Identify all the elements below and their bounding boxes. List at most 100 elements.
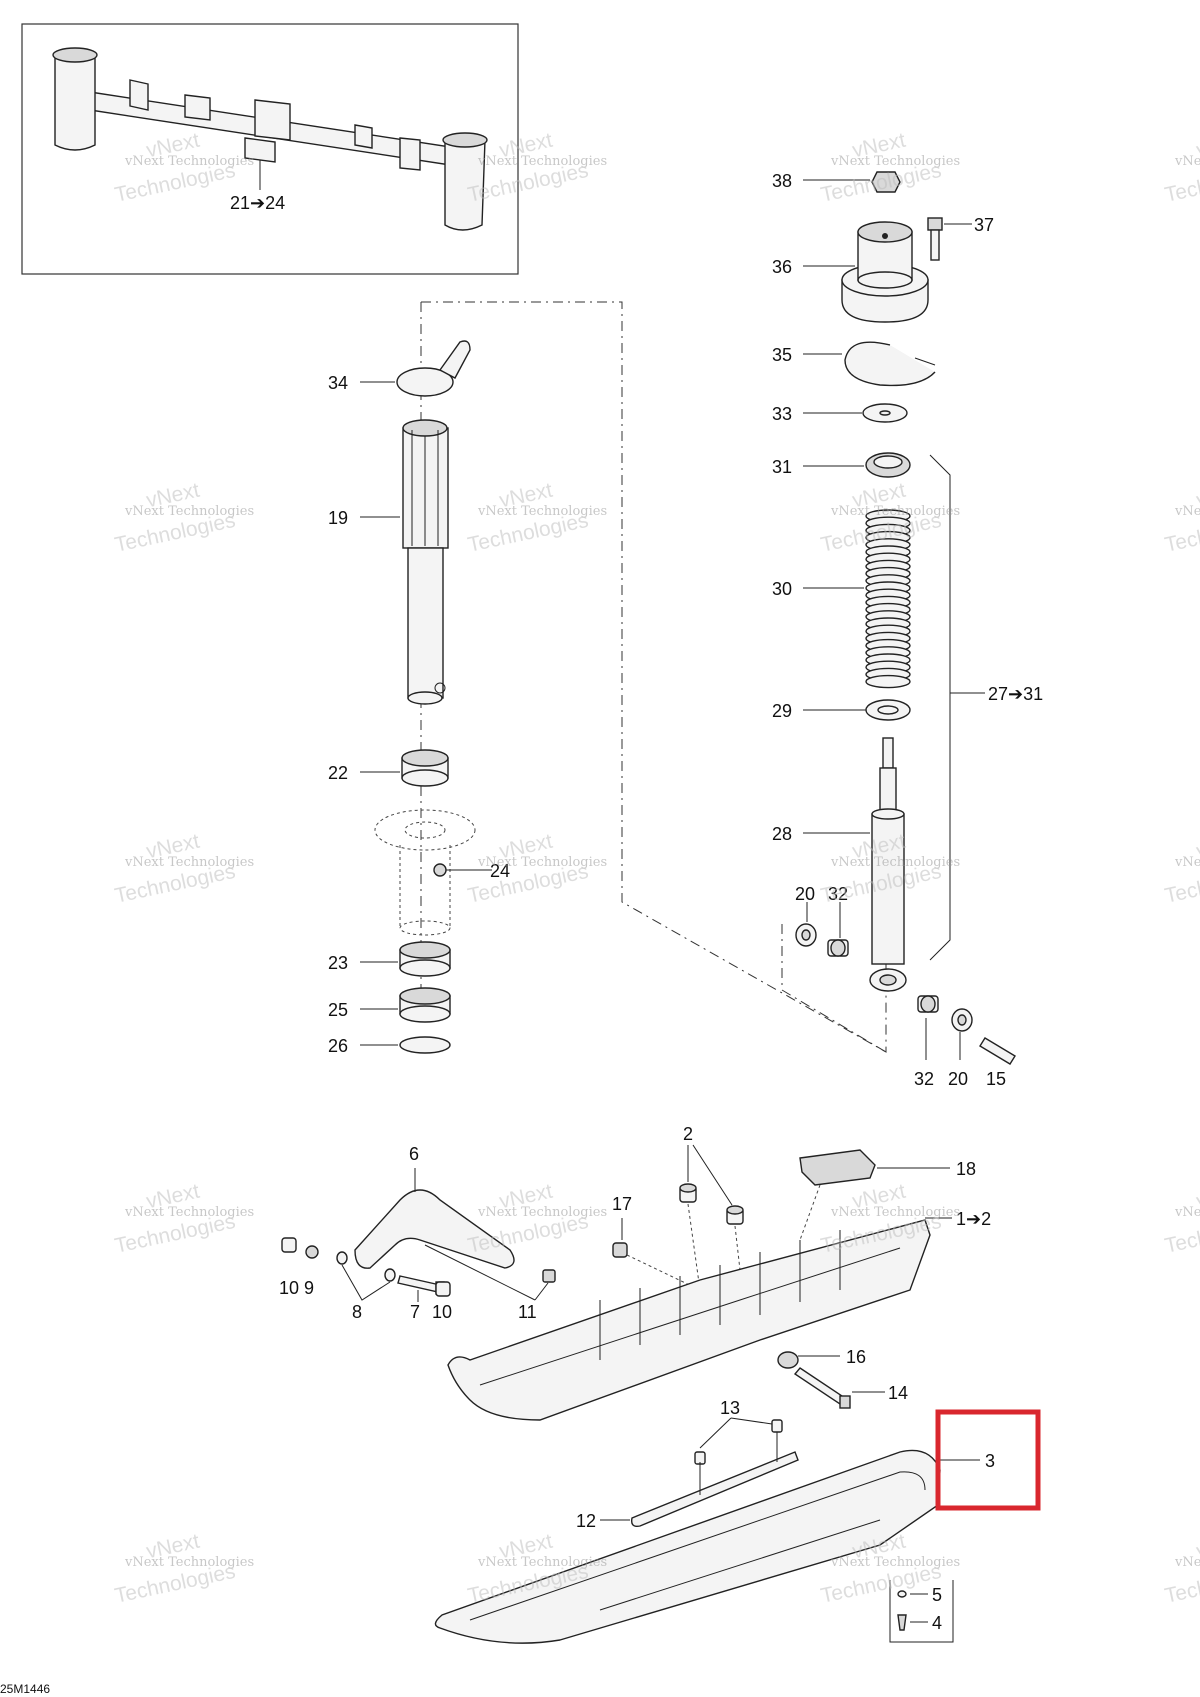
watermark-text: vNext Technologies	[1174, 855, 1200, 870]
part-34-lever	[396, 340, 471, 397]
callout-24: 24	[490, 861, 510, 881]
callout-8: 8	[352, 1302, 362, 1322]
steering-column-group: 34 19 22	[328, 340, 510, 1056]
callout-17: 17	[612, 1194, 632, 1214]
callout-37: 37	[974, 215, 994, 235]
callout-11: 11	[518, 1302, 537, 1322]
inset-frame-border	[21, 23, 519, 275]
callout-25: 25	[328, 1000, 348, 1020]
part-33-washer	[862, 403, 908, 423]
part-25-bushing	[399, 987, 451, 1023]
callout-2: 2	[683, 1124, 693, 1144]
watermark-text: vNext Technologies	[830, 154, 960, 169]
part-11-nut	[542, 1269, 556, 1283]
part-10-cap-right	[435, 1281, 451, 1297]
assembly-lines	[420, 301, 887, 1053]
watermark-text: vNext Technologies	[477, 855, 607, 870]
part-35-clip	[844, 341, 936, 387]
part-29-washer	[865, 699, 911, 721]
part-31-collar	[865, 452, 911, 478]
callout-3: 3	[985, 1451, 995, 1471]
part-19-shaft	[402, 419, 449, 705]
dotted-housing	[374, 809, 476, 936]
part-17-nut	[612, 1242, 628, 1258]
callout-28: 28	[772, 824, 792, 844]
spring-coil	[865, 674, 911, 689]
watermark-text: vNext	[1194, 1180, 1200, 1214]
callout-26: 26	[328, 1036, 348, 1056]
watermark-text: vNext Technologies	[124, 1555, 254, 1570]
bracket-27-31	[929, 454, 951, 961]
watermark-text: vNext Technologies	[1174, 154, 1200, 169]
watermark-text: vNext Technologies	[477, 1205, 607, 1220]
part-20-washer-left	[795, 923, 817, 947]
callout-13: 13	[720, 1398, 740, 1418]
part-37-bolt	[927, 217, 943, 261]
watermark-text: vNext Technologies	[830, 504, 960, 519]
callout-15: 15	[986, 1069, 1006, 1089]
part-5-4-hardware	[897, 1590, 907, 1631]
part-24-bolt	[433, 863, 447, 877]
callout-32-right: 32	[914, 1069, 934, 1089]
ski-assembly-group: 6 10 9 8 7 10	[279, 1124, 1041, 1644]
highlight-box	[935, 1409, 1041, 1511]
callout-12: 12	[576, 1511, 596, 1531]
frame-illustration	[52, 47, 488, 231]
watermark-text: vNext Technologies	[830, 855, 960, 870]
callout-20-left: 20	[795, 884, 815, 904]
callout-14: 14	[888, 1383, 908, 1403]
watermark-text: vNext Technologies	[124, 154, 254, 169]
part-22-bushing	[401, 749, 449, 787]
part-6-handle	[354, 1189, 515, 1269]
callout-5: 5	[932, 1585, 942, 1605]
callout-29: 29	[772, 701, 792, 721]
callout-10-left: 10	[279, 1278, 299, 1298]
part-16-washer	[777, 1351, 799, 1369]
part-15-pin	[979, 1037, 1016, 1065]
part-14-bolt	[793, 1367, 851, 1409]
watermark-text: vNext Technologies	[1174, 504, 1200, 519]
callout-4: 4	[932, 1613, 942, 1633]
part-9-nut	[305, 1245, 319, 1259]
watermark-text: vNext Technologies	[830, 1205, 960, 1220]
callout-21-24: 21➔24	[230, 193, 285, 213]
callout-19: 19	[328, 508, 348, 528]
watermark-text: vNext Technologies	[477, 1555, 607, 1570]
watermark-text: vNext	[1194, 129, 1200, 163]
callout-18: 18	[956, 1159, 976, 1179]
watermark-text: vNext Technologies	[830, 1555, 960, 1570]
watermark-text: vNext	[1194, 1530, 1200, 1564]
part-20-washer-right	[951, 1008, 973, 1032]
callout-6: 6	[409, 1144, 419, 1164]
part-8-washers	[336, 1251, 396, 1282]
callout-34: 34	[328, 373, 348, 393]
watermark-text: vNext Technologies	[124, 504, 254, 519]
callout-20-right: 20	[948, 1069, 968, 1089]
callout-27-31: 27➔31	[988, 684, 1043, 704]
callout-22: 22	[328, 763, 348, 783]
callout-9: 9	[304, 1278, 314, 1298]
shock-assembly-group: 38 37 36 35 33	[772, 171, 1043, 1089]
watermark-text: vNext Technologies	[477, 154, 607, 169]
callout-32-left: 32	[828, 884, 848, 904]
part-36-cap	[841, 221, 929, 323]
callout-30: 30	[772, 579, 792, 599]
callout-1-2: 1➔2	[956, 1209, 991, 1229]
watermark-text: vNext Technologies	[477, 504, 607, 519]
part-2-bushings	[679, 1183, 744, 1225]
watermark-text: vNext Technologies	[124, 855, 254, 870]
part-32-bushing-right	[917, 995, 939, 1013]
inset-frame-group: 21➔24	[21, 23, 519, 275]
callout-33: 33	[772, 404, 792, 424]
callout-23: 23	[328, 953, 348, 973]
callout-31: 31	[772, 457, 792, 477]
part-13-nuts	[694, 1419, 783, 1465]
part-23-bushing	[399, 941, 451, 977]
callout-10-right: 10	[432, 1302, 452, 1322]
part-26-ring	[399, 1036, 451, 1054]
part-28-shock	[869, 737, 907, 992]
callout-36: 36	[772, 257, 792, 277]
diagram-code: 25M1446	[0, 1682, 50, 1696]
callout-35: 35	[772, 345, 792, 365]
